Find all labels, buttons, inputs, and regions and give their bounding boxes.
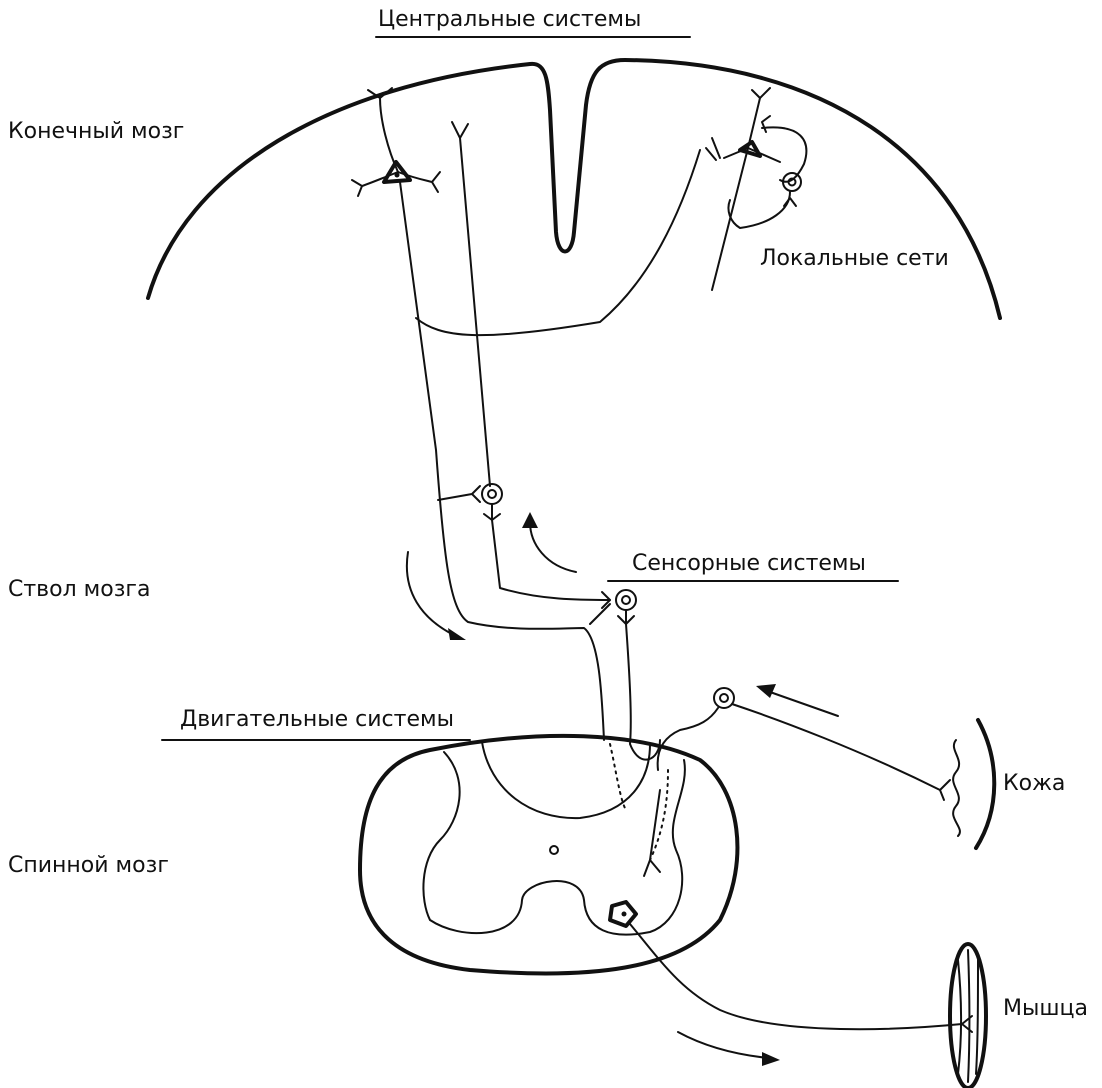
arrow-motor-output-icon [677,1031,780,1066]
skin-sensory-pathway [643,687,997,877]
label-skin: Кожа [1003,771,1065,796]
label-brainstem: Ствол мозга [8,577,150,602]
brain-outline [146,58,1002,337]
label-sensory-systems: Сенсорные системы [632,551,866,576]
local-network-neurons [705,87,808,291]
label-telencephalon: Конечный мозг [8,119,184,144]
arrow-skin-input-icon [756,684,839,717]
cortical-descending-fiber [451,121,491,487]
label-local-networks: Локальные сети [760,246,949,271]
arrow-descending-icon [405,551,466,640]
label-central-systems: Центральные системы [378,7,641,32]
label-muscle: Мышца [1003,996,1088,1021]
arrow-ascending-icon [522,512,577,573]
pyramidal-neuron-left [351,87,605,741]
spinal-cord-section [358,733,740,976]
label-motor-systems: Двигательные системы [180,707,454,732]
brainstem-relay-neuron [437,483,611,601]
label-spinal-cord: Спинной мозг [8,853,169,878]
sensory-relay-neuron [589,589,661,761]
direction-arrows [405,512,839,1066]
motor-neuron-muscle [608,900,988,1088]
